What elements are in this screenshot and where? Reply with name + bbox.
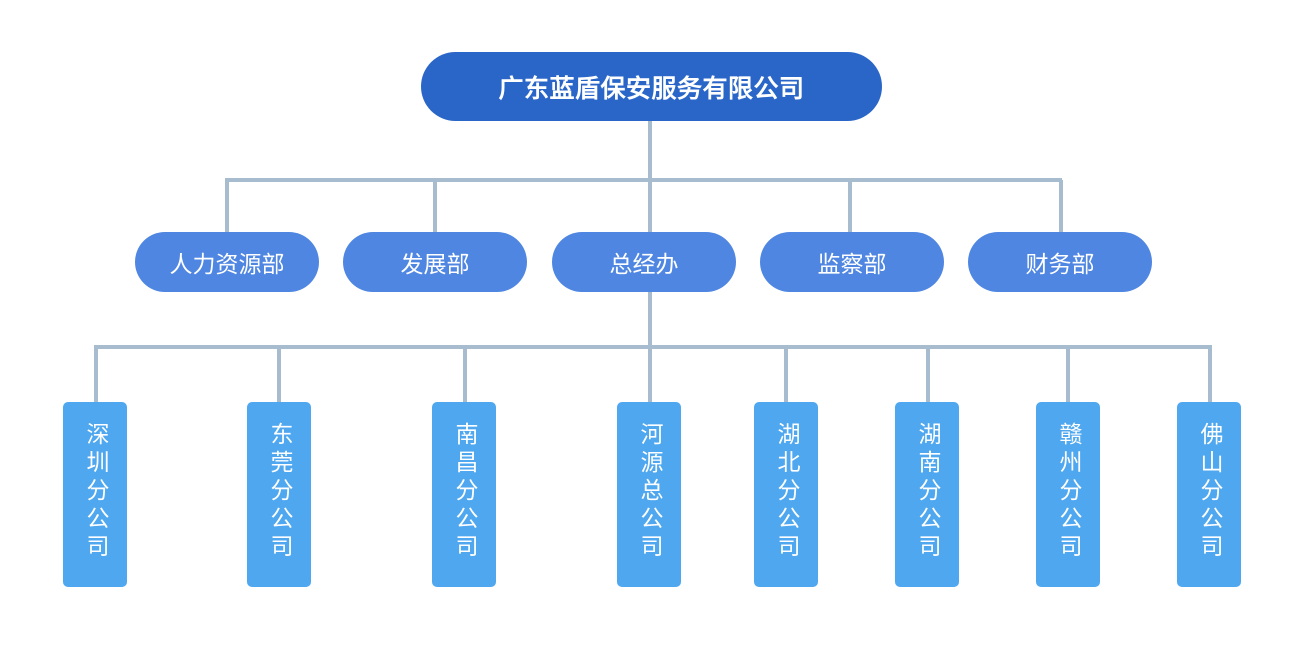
branch-node-shenzhen: 深圳分公司 — [63, 402, 127, 587]
department-node-hr: 人力资源部 — [135, 232, 319, 292]
department-label: 发展部 — [400, 252, 470, 278]
department-label: 监察部 — [817, 252, 887, 278]
branch-node-heyuan: 河源总公司 — [617, 402, 681, 587]
branch-label: 南昌分公司 — [451, 422, 477, 562]
root-company-label: 广东蓝盾保安服务有限公司 — [498, 73, 805, 103]
branch-label: 赣州分公司 — [1055, 422, 1081, 562]
department-label: 人力资源部 — [169, 252, 285, 278]
branch-label: 湖北分公司 — [773, 422, 799, 562]
department-node-finance: 财务部 — [968, 232, 1152, 292]
branch-node-hubei: 湖北分公司 — [754, 402, 818, 587]
branch-label: 东莞分公司 — [266, 422, 292, 562]
branch-node-nanchang: 南昌分公司 — [432, 402, 496, 587]
branch-node-hunan: 湖南分公司 — [895, 402, 959, 587]
department-label: 财务部 — [1025, 252, 1095, 278]
branch-label: 湖南分公司 — [914, 422, 940, 562]
department-node-general-office: 总经办 — [552, 232, 736, 292]
branch-label: 佛山分公司 — [1196, 422, 1222, 562]
branch-node-foshan: 佛山分公司 — [1177, 402, 1241, 587]
department-node-supervision: 监察部 — [760, 232, 944, 292]
department-node-development: 发展部 — [343, 232, 527, 292]
branch-label: 深圳分公司 — [82, 422, 108, 562]
branch-node-dongguan: 东莞分公司 — [247, 402, 311, 587]
branch-label: 河源总公司 — [636, 422, 662, 562]
root-company-node: 广东蓝盾保安服务有限公司 — [421, 52, 882, 121]
branch-node-ganzhou: 赣州分公司 — [1036, 402, 1100, 587]
department-label: 总经办 — [609, 252, 679, 278]
